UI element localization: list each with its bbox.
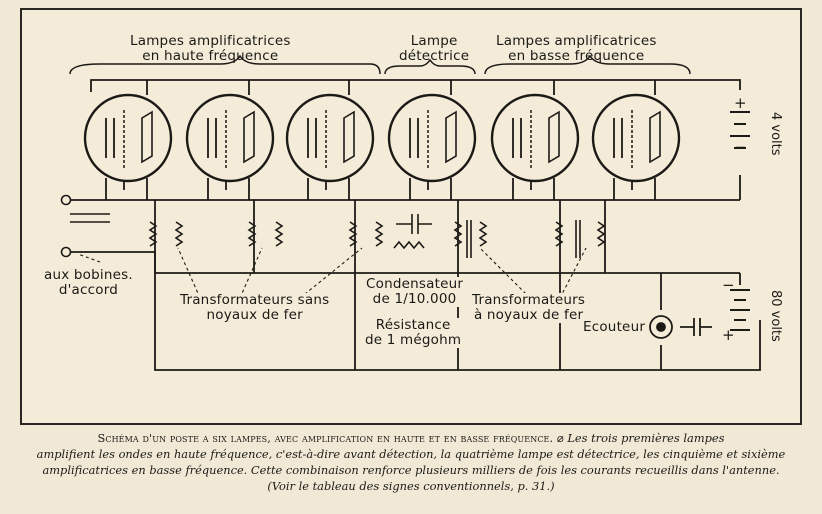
label-ecouteur: Ecouteur [583, 319, 646, 335]
caption-line-2: amplifient les ondes en haute fréquence,… [36, 447, 786, 461]
label-transfo-sans-line2: noyaux de fer [206, 307, 303, 323]
label-bf-line2: en basse fréquence [508, 48, 645, 64]
ecouteur-symbol [649, 315, 712, 339]
terminal-bottom [60, 246, 72, 258]
label-detector-line2: détectrice [399, 48, 470, 64]
hf-brace [69, 54, 381, 75]
detector-condenser [396, 214, 432, 234]
input-condenser [70, 213, 110, 223]
vacuum-tube-2 [185, 80, 275, 200]
vacuum-tubes [83, 80, 681, 200]
caption-mark: ⌀ [556, 431, 564, 445]
circuit-wiring [70, 79, 761, 371]
label-hf-line1: Lampes amplificatrices [130, 33, 291, 49]
figure-caption: Schéma d'un poste a six lampes, avec amp… [20, 430, 802, 494]
caption-line-4: (Voir le tableau des signes conventionne… [267, 479, 555, 493]
vacuum-tube-6 [591, 80, 681, 200]
label-condensateur: Condensateur de 1/10.000 [366, 276, 464, 307]
label-detector-line1: Lampe [410, 33, 458, 49]
minus-4v-sign: − [734, 138, 747, 156]
label-detector: Lampe détectrice [399, 34, 469, 64]
label-pointers [77, 247, 587, 299]
transformer-core-5 [575, 220, 581, 258]
label-80-volts: 80 volts [768, 290, 783, 342]
pointer-bobines [77, 253, 101, 263]
vacuum-tube-4 [387, 80, 477, 200]
transformer-core-4 [466, 220, 472, 258]
pointer-transfo-3 [299, 247, 363, 299]
vacuum-tube-3 [285, 80, 375, 200]
caption-line1-rest: Les trois premières lampes [567, 431, 725, 445]
label-condensateur-line2: de 1/10.000 [372, 291, 457, 307]
label-condensateur-line1: Condensateur [366, 276, 464, 292]
caption-heading: Schéma d'un poste a six lampes, avec amp… [97, 431, 554, 445]
input-terminals [60, 194, 72, 258]
detector-resistance [393, 240, 425, 250]
transformer-coil-3 [348, 221, 384, 247]
label-transfo-fer-line2: à noyaux de fer [473, 307, 584, 323]
label-resistance: Résistance de 1 mégohm [365, 317, 462, 348]
bf-brace [484, 54, 691, 75]
plus-4v-sign: + [734, 94, 747, 112]
label-transfo-sans-line1: Transformateurs sans [180, 292, 330, 308]
label-bf-line1: Lampes amplificatrices [496, 33, 657, 49]
label-resistance-line1: Résistance [375, 317, 451, 333]
label-transfo-fer-line1: Transformateurs [472, 292, 586, 308]
label-bf-group: Lampes amplificatrices en basse fréquenc… [496, 34, 657, 64]
label-bobines-line2: d'accord [58, 282, 118, 298]
transformer-coil-5 [554, 221, 606, 247]
label-bobines: aux bobines. d'accord [44, 268, 133, 298]
minus-80v-sign: − [722, 276, 735, 294]
plus-80v-sign: + [722, 326, 735, 344]
diagram-frame [20, 8, 802, 425]
bottom-bus-wire [70, 251, 761, 371]
transformer-coil-2 [247, 221, 284, 247]
detector-brace [384, 58, 476, 75]
transformer-coil-1 [148, 221, 184, 247]
circuit-schematic [60, 54, 761, 371]
label-transfo-fer: Transformateurs à noyaux de fer [472, 292, 586, 323]
battery-80v-cells [730, 289, 750, 331]
label-hf-group: Lampes amplificatrices en haute fréquenc… [130, 34, 291, 64]
top-bus-wire [90, 79, 741, 92]
vacuum-tube-5 [490, 80, 580, 200]
transformers [70, 213, 606, 258]
terminal-top [60, 194, 72, 206]
label-transfo-sans: Transformateurs sans noyaux de fer [180, 292, 330, 323]
battery-4v-cells [730, 111, 750, 149]
label-hf-line2: en haute fréquence [142, 48, 279, 64]
label-resistance-line2: de 1 mégohm [365, 332, 462, 348]
label-4-volts: 4 volts [768, 112, 783, 156]
caption-line-3: amplificatrices en basse fréquence. Cett… [42, 463, 780, 477]
label-bobines-line1: aux bobines. [44, 267, 133, 283]
transformer-coil-4 [453, 221, 488, 247]
caption-line-1: Schéma d'un poste a six lampes, avec amp… [20, 430, 802, 446]
batteries [730, 111, 750, 331]
vacuum-tube-1 [83, 80, 173, 200]
